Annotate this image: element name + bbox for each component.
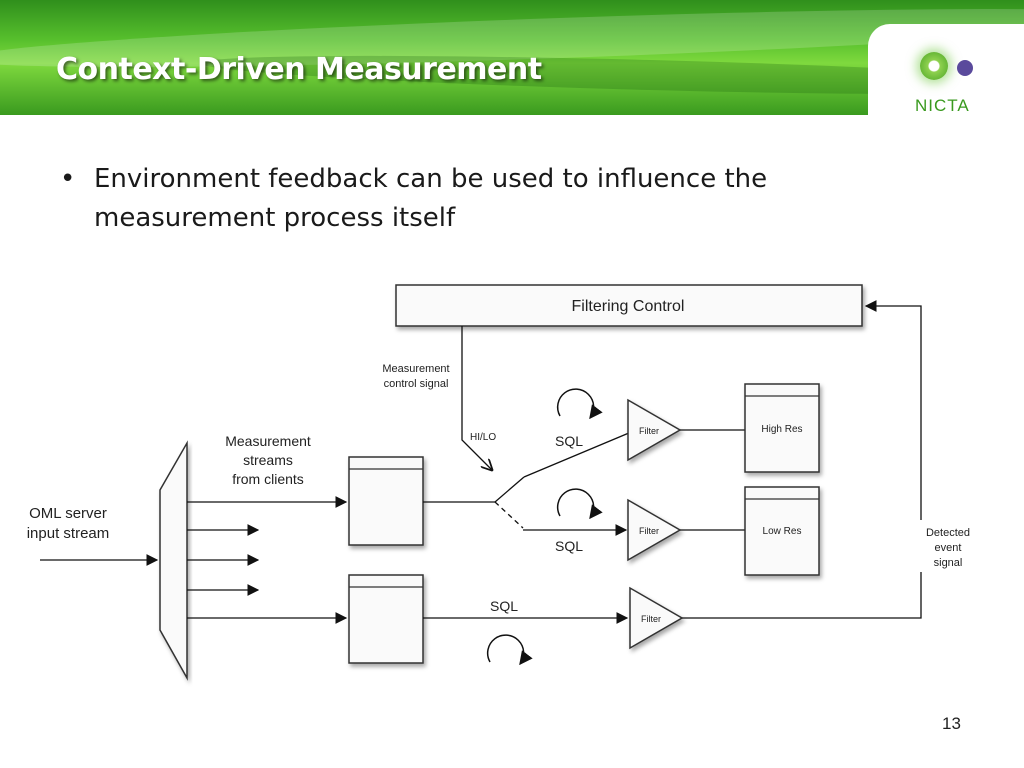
filter-middle: Filter: [627, 498, 682, 562]
svg-text:Filter: Filter: [639, 426, 659, 436]
svg-text:Filter: Filter: [639, 526, 659, 536]
feedback-loop-arrow: [682, 300, 922, 619]
filtering-control-label: Filtering Control: [572, 298, 685, 315]
svg-text:High Res: High Res: [761, 424, 802, 435]
svg-text:Filter: Filter: [641, 614, 661, 624]
filter-bottom: Filter: [629, 586, 684, 650]
oml-server-label: OML server input stream: [27, 505, 110, 542]
svg-text:event: event: [935, 542, 962, 554]
measurement-streams-label: Measurement streams from clients: [225, 433, 311, 487]
svg-text:Detected: Detected: [926, 527, 970, 539]
svg-text:streams: streams: [243, 452, 293, 468]
bullet-text: Environment feedback can be used to infl…: [94, 164, 768, 233]
resolution-switch: [423, 429, 637, 536]
oml-input-mux: [159, 440, 188, 681]
svg-text:input stream: input stream: [27, 525, 110, 542]
sql-label-top: SQL: [555, 433, 583, 449]
header-banner: [0, 0, 1024, 115]
sql-label-middle: SQL: [555, 538, 583, 554]
page-number: 13: [942, 714, 961, 733]
filter-top: Filter: [627, 398, 682, 462]
logo-text: NICTA: [915, 96, 970, 115]
sql-loop-bottom: [486, 634, 533, 666]
svg-text:Measurement: Measurement: [225, 433, 311, 449]
filtering-control-box: Filtering Control: [395, 284, 863, 327]
measurement-control-signal-label: Measurement control signal: [382, 363, 449, 390]
control-signal-arrow: [461, 326, 492, 470]
sql-loop-middle: [556, 488, 603, 520]
logo-panel: [868, 24, 1024, 124]
high-res-store: High Res: [744, 383, 820, 473]
mux-output-arrows: [187, 496, 348, 624]
hi-lo-label: HI/LO: [470, 432, 496, 443]
svg-text:OML server: OML server: [29, 505, 107, 522]
logo-green-dot-icon: [920, 52, 948, 80]
feedback-label-backdrop: [914, 520, 978, 572]
svg-text:Low Res: Low Res: [763, 526, 802, 537]
low-res-store: Low Res: [744, 486, 820, 576]
detected-event-signal-label: Detected event signal: [926, 527, 970, 569]
logo-purple-dot-icon: [957, 60, 973, 76]
stream-buffer-bottom: [348, 574, 424, 664]
svg-text:Measurement: Measurement: [382, 363, 449, 375]
nicta-logo: NICTA: [912, 48, 992, 118]
slide-title: Context-Driven Measurement: [56, 52, 542, 87]
svg-text:signal: signal: [934, 557, 963, 569]
bullet-dot-icon: •: [60, 164, 76, 194]
stream-buffer-top: [348, 456, 424, 546]
svg-text:control signal: control signal: [384, 378, 449, 390]
bullet-item: • Environment feedback can be used to in…: [60, 160, 880, 238]
svg-text:from clients: from clients: [232, 471, 304, 487]
sql-loop-top: [556, 388, 603, 420]
sql-label-bottom: SQL: [490, 598, 518, 614]
